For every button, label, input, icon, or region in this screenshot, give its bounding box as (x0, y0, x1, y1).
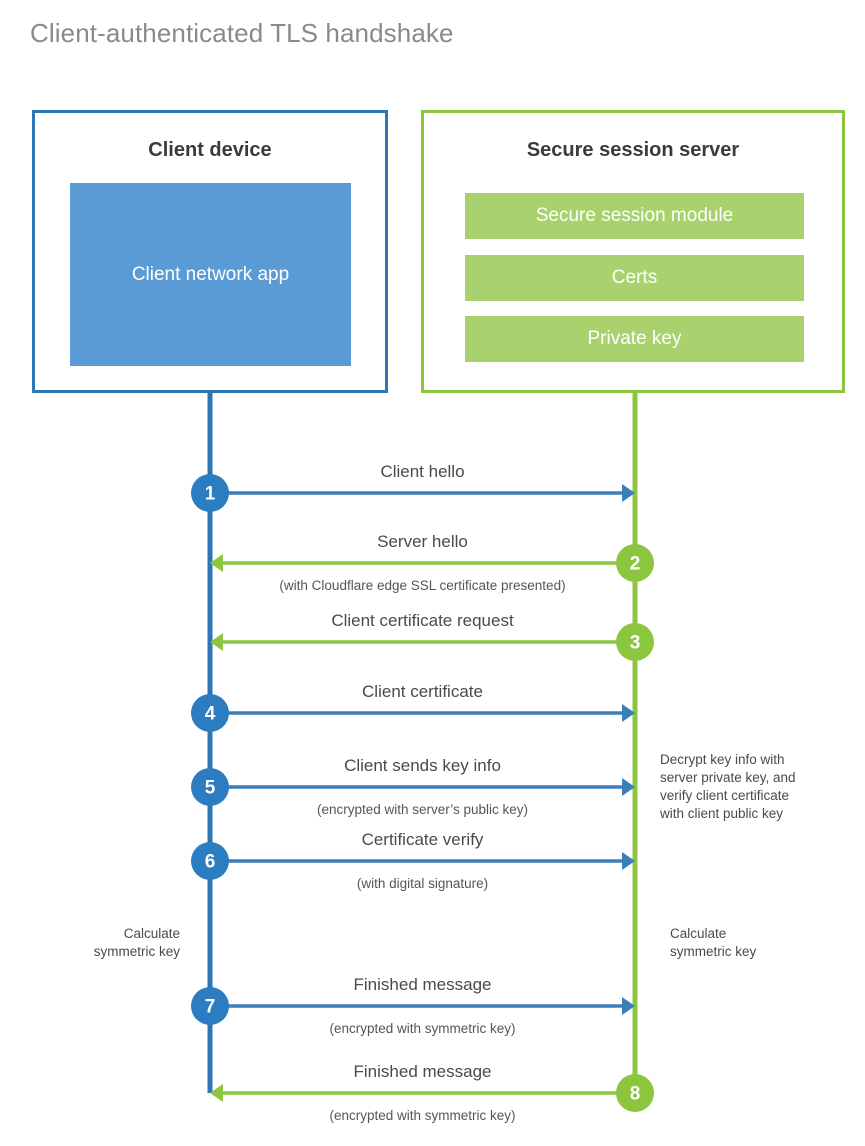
message-sublabel-step-5: (encrypted with server’s public key) (317, 802, 528, 817)
secure-session-server-box: Secure session server Secure session mod… (421, 110, 845, 393)
arrow-head-step-7 (622, 997, 635, 1015)
message-sublabel-step-7: (encrypted with symmetric key) (329, 1021, 515, 1036)
page-title: Client-authenticated TLS handshake (30, 18, 454, 48)
message-sublabel-step-8: (encrypted with symmetric key) (329, 1108, 515, 1123)
step-number-6: 6 (205, 852, 216, 873)
client-device-title: Client device (148, 139, 272, 161)
message-label-step-2: Server hello (377, 532, 468, 551)
message-label-step-4: Client certificate (362, 682, 483, 701)
secure-session-server-title: Secure session server (526, 139, 740, 161)
arrow-head-step-4 (622, 704, 635, 722)
client-network-app-label: Client network app (131, 263, 290, 285)
client-device-box: Client device Client network app (32, 110, 388, 393)
step-number-4: 4 (205, 704, 216, 725)
arrow-head-step-8 (210, 1084, 223, 1102)
step-number-8: 8 (630, 1084, 641, 1105)
step-markers-group: 1 2 3 4 5 6 7 8 (191, 474, 654, 1112)
server-bar-label: Certs (611, 267, 658, 288)
step-number-5: 5 (205, 778, 216, 799)
message-label-step-5: Client sends key info (344, 756, 501, 775)
message-sublabel-step-6: (with digital signature) (357, 876, 488, 891)
server-bar-certs: Certs (465, 255, 804, 301)
step-number-7: 7 (205, 997, 216, 1018)
server-bar-secure-session-module: Secure session module (465, 193, 804, 239)
client-network-app-block: Client network app (70, 183, 351, 366)
server-bar-label: Private key (587, 328, 682, 349)
message-sublabel-step-2: (with Cloudflare edge SSL certificate pr… (279, 578, 565, 593)
server-bar-label: Secure session module (535, 205, 734, 226)
step-number-1: 1 (205, 484, 216, 505)
message-label-step-6: Certificate verify (362, 830, 484, 849)
server-bar-private-key: Private key (465, 316, 804, 362)
step-number-3: 3 (630, 633, 641, 654)
arrow-head-step-2 (210, 554, 223, 572)
message-label-step-3: Client certificate request (331, 611, 514, 630)
step-number-2: 2 (630, 554, 641, 575)
arrow-head-step-3 (210, 633, 223, 651)
arrow-head-step-5 (622, 778, 635, 796)
arrow-head-step-6 (622, 852, 635, 870)
arrow-head-step-1 (622, 484, 635, 502)
message-label-step-7: Finished message (354, 975, 492, 994)
message-label-step-1: Client hello (380, 462, 464, 481)
message-label-step-8: Finished message (354, 1062, 492, 1081)
